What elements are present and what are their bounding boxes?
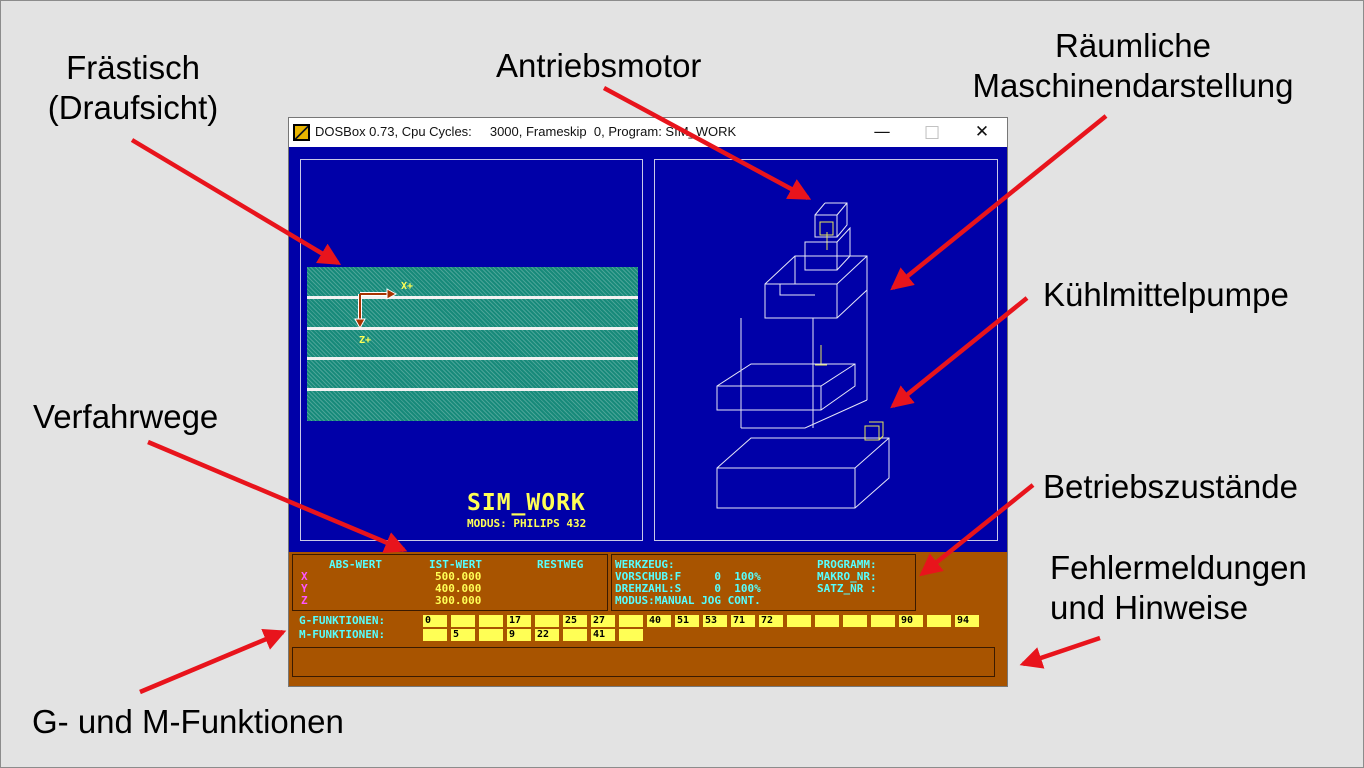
- m-function-cell: 22: [535, 629, 559, 641]
- dosbox-app-icon: [293, 124, 310, 141]
- machine-3d-panel: [654, 159, 998, 541]
- werkzeug-label: WERKZEUG:: [615, 558, 675, 571]
- callout-kuehlmittelpumpe: Kühlmittelpumpe: [1043, 276, 1289, 313]
- window-titlebar[interactable]: DOSBox 0.73, Cpu Cycles: 3000, Frameskip…: [289, 118, 1007, 147]
- callout-fehlermeldungen: Fehlermeldungen und Hinweise: [1050, 549, 1307, 626]
- dosbox-window: DOSBox 0.73, Cpu Cycles: 3000, Frameskip…: [288, 117, 1008, 687]
- axis-y-value: 400.000: [435, 582, 482, 595]
- satz-label: SATZ_NR :: [817, 582, 877, 595]
- m-function-cell: [563, 629, 587, 641]
- axis-z-value: 300.000: [435, 594, 482, 607]
- vorschub-line: VORSCHUB:F 0 100%: [615, 570, 761, 583]
- g-function-cell: [535, 615, 559, 627]
- m-function-cell: 9: [507, 629, 531, 641]
- g-function-cell: 0: [423, 615, 447, 627]
- state-panel: WERKZEUG: VORSCHUB:F 0 100% DREHZAHL:S 0…: [611, 554, 916, 611]
- axis-x-label: X: [301, 570, 308, 583]
- status-area: ABS-WERT IST-WERT RESTWEG X 500.000 Y 40…: [289, 552, 1007, 686]
- m-function-cell: 41: [591, 629, 615, 641]
- g-function-cell: [479, 615, 503, 627]
- callout-verfahrwege: Verfahrwege: [33, 398, 219, 435]
- modus-line: MODUS:MANUAL JOG CONT.: [615, 594, 761, 607]
- top-view-panel: X+ Z+ SIM_WORK MODUS: PHILIPS 432: [300, 159, 643, 541]
- callout-fraestisch: Frästisch (Draufsicht): [47, 49, 219, 126]
- window-title: DOSBox 0.73, Cpu Cycles: 3000, Frameskip…: [315, 124, 737, 139]
- m-function-cell: [479, 629, 503, 641]
- callout-raeumliche-maschinendarstellung: Räumliche Maschinendarstellung: [972, 27, 1294, 104]
- m-function-cell: 5: [451, 629, 475, 641]
- callout-antriebsmotor: Antriebsmotor: [496, 47, 702, 84]
- makro-label: MAKRO_NR:: [817, 570, 877, 583]
- g-function-cell: 25: [563, 615, 587, 627]
- axis-z-label: Z: [301, 594, 308, 607]
- dos-screen[interactable]: X+ Z+ SIM_WORK MODUS: PHILIPS 432: [289, 147, 1007, 686]
- machine-wireframe: [716, 202, 890, 509]
- header-ist-wert: IST-WERT: [429, 558, 482, 571]
- axis-arrows: [354, 288, 398, 330]
- g-function-cell: [619, 615, 643, 627]
- table-slot: [307, 357, 638, 360]
- m-function-cell: [619, 629, 643, 641]
- x-plus-label: X+: [401, 281, 414, 292]
- m-function-cell: [423, 629, 447, 641]
- axis-y-label: Y: [301, 582, 308, 595]
- travel-panel: ABS-WERT IST-WERT RESTWEG X 500.000 Y 40…: [292, 554, 608, 611]
- program-mode: MODUS: PHILIPS 432: [467, 517, 587, 530]
- header-abs-wert: ABS-WERT: [329, 558, 382, 571]
- g-function-cell: 27: [591, 615, 615, 627]
- minimize-button[interactable]: —: [873, 122, 891, 142]
- g-function-cell: 71: [731, 615, 755, 627]
- axis-x-value: 500.000: [435, 570, 482, 583]
- g-function-cell: [843, 615, 867, 627]
- programm-label: PROGRAMM:: [817, 558, 877, 571]
- header-restweg: RESTWEG: [537, 558, 584, 571]
- callout-g-m-funktionen: G- und M-Funktionen: [32, 703, 344, 740]
- z-plus-label: Z+: [359, 335, 372, 346]
- g-function-cell: [787, 615, 811, 627]
- g-functions-label: G-FUNKTIONEN:: [299, 614, 386, 627]
- g-function-cell: 51: [675, 615, 699, 627]
- g-function-cell: 53: [703, 615, 727, 627]
- g-function-cell: [871, 615, 895, 627]
- drehzahl-line: DREHZAHL:S 0 100%: [615, 582, 761, 595]
- g-function-cell: [927, 615, 951, 627]
- g-function-cell: 40: [647, 615, 671, 627]
- callout-betriebszustaende: Betriebszustände: [1043, 468, 1298, 505]
- g-function-cell: 17: [507, 615, 531, 627]
- milling-table-top-view: X+ Z+: [307, 267, 638, 421]
- g-function-cell: 94: [955, 615, 979, 627]
- close-button[interactable]: ✕: [974, 122, 990, 142]
- program-name: SIM_WORK: [467, 490, 586, 516]
- g-function-cell: 72: [759, 615, 783, 627]
- maximize-button[interactable]: □: [923, 122, 941, 142]
- table-slot: [307, 327, 638, 330]
- message-box: [292, 647, 995, 677]
- g-function-cell: [451, 615, 475, 627]
- m-functions-label: M-FUNKTIONEN:: [299, 628, 386, 641]
- g-function-cell: 90: [899, 615, 923, 627]
- g-function-cell: [815, 615, 839, 627]
- table-slot: [307, 296, 638, 299]
- table-slot: [307, 388, 638, 391]
